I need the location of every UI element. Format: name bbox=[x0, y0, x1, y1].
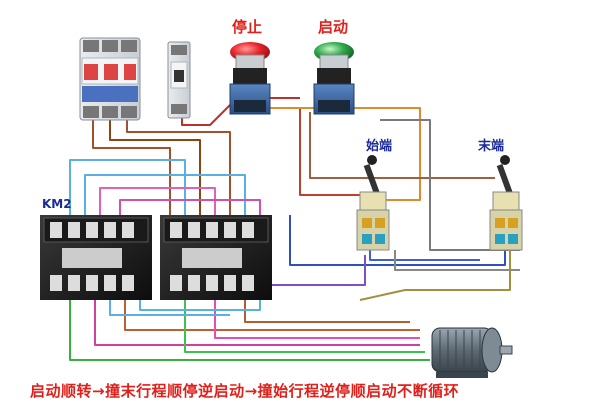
limit-switch-start bbox=[356, 155, 390, 251]
contactor-km1 bbox=[40, 215, 152, 300]
caption-text: 启动顺转→撞末行程顺停逆启动→撞始行程逆停顺启动不断循环 bbox=[30, 382, 460, 400]
start-button bbox=[313, 42, 355, 115]
stop-button-label: 停止 bbox=[232, 18, 263, 36]
start-button-label: 启动 bbox=[318, 18, 349, 36]
final-end-switch-label: 末端 bbox=[478, 139, 505, 154]
motor bbox=[431, 327, 513, 378]
single-pole-breaker bbox=[167, 41, 191, 119]
limit-switch-end bbox=[489, 155, 523, 251]
contactor-km2 bbox=[160, 215, 272, 300]
three-pole-breaker bbox=[79, 37, 141, 121]
stop-button bbox=[229, 42, 271, 115]
contactor-label: KM2 bbox=[42, 197, 72, 211]
start-end-switch-label: 始端 bbox=[366, 139, 393, 154]
